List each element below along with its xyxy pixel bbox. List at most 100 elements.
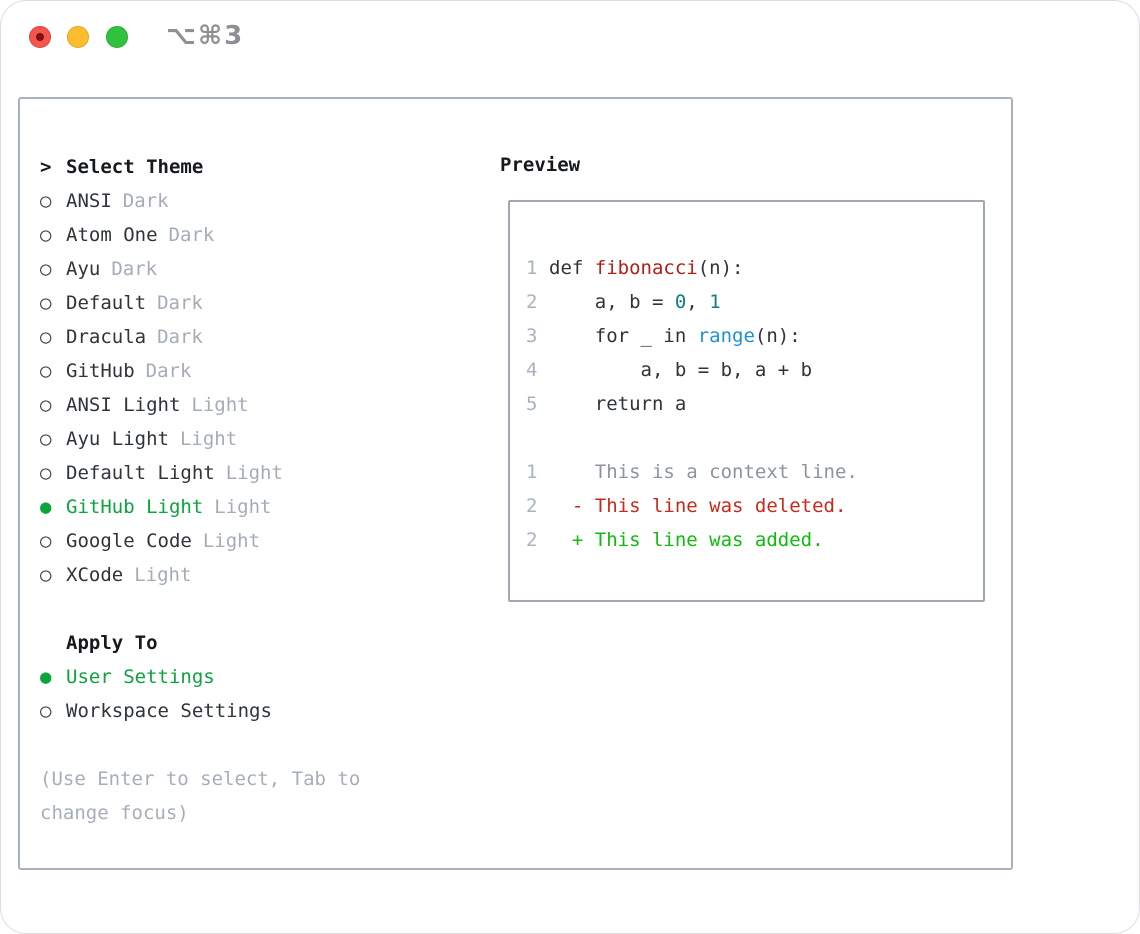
radio-icon: ○: [40, 360, 52, 382]
theme-option-ansi-light[interactable]: ○ ANSI Light Light: [40, 388, 360, 422]
code-line: 2 - This line was deleted.: [526, 489, 858, 523]
apply-option-workspace-settings[interactable]: ○ Workspace Settings: [40, 694, 360, 728]
code-line: 2 + This line was added.: [526, 523, 858, 557]
line-number: 4: [526, 359, 538, 381]
radio-icon: ○: [40, 292, 52, 314]
help-line-1: (Use Enter to select, Tab to: [40, 768, 361, 790]
line-number: 3: [526, 325, 538, 347]
theme-name: XCode: [66, 564, 124, 586]
preview-header: Preview: [500, 154, 581, 176]
code-token: (n):: [697, 257, 744, 279]
theme-name: Dracula: [66, 326, 147, 348]
theme-variant-badge: Dark: [145, 360, 192, 382]
radio-icon: ○: [40, 462, 52, 484]
apply-to-title: Apply To: [66, 632, 158, 654]
apply-option-label: Workspace Settings: [66, 700, 272, 722]
code-token: This is a context line.: [549, 461, 858, 483]
line-number: 2: [526, 291, 538, 313]
radio-icon: ○: [40, 394, 52, 416]
code-token: for _ in: [549, 325, 698, 347]
theme-variant-badge: Light: [225, 462, 283, 484]
help-line-2: change focus): [40, 802, 189, 824]
code-token: ,: [686, 291, 710, 313]
apply-to-header: Apply To: [40, 626, 360, 660]
line-number: 2: [526, 495, 538, 517]
theme-name: Google Code: [66, 530, 192, 552]
code-line: 4 a, b = b, a + b: [526, 353, 858, 387]
apply-to-list: ● User Settings ○ Workspace Settings: [40, 660, 360, 728]
line-number: 1: [526, 461, 538, 483]
theme-option-ansi[interactable]: ○ ANSI Dark: [40, 184, 360, 218]
theme-name: ANSI: [66, 190, 112, 212]
theme-name: Atom One: [66, 224, 158, 246]
code-token: range: [697, 325, 755, 347]
theme-variant-badge: Light: [134, 564, 192, 586]
code-token: return a: [549, 393, 687, 415]
code-line: 3 for _ in range(n):: [526, 319, 858, 353]
theme-option-atom-one[interactable]: ○ Atom One Dark: [40, 218, 360, 252]
radio-icon: ○: [40, 700, 52, 722]
code-token: a, b =: [549, 291, 675, 313]
theme-variant-badge: Dark: [157, 292, 203, 314]
code-token: fibonacci: [594, 257, 698, 279]
line-number: 5: [526, 393, 538, 415]
maximize-button[interactable]: [106, 26, 128, 48]
theme-variant-badge: Light: [202, 530, 261, 552]
theme-name: Ayu Light: [66, 428, 169, 450]
theme-name: ANSI Light: [66, 394, 181, 416]
code-line: 5 return a: [526, 387, 858, 421]
theme-option-default[interactable]: ○ Default Dark: [40, 286, 360, 320]
code-line: 1 def fibonacci(n):: [526, 251, 858, 285]
theme-option-github[interactable]: ○ GitHub Dark: [40, 354, 360, 388]
code-line-blank: [526, 421, 858, 455]
code-token: - This line was deleted.: [549, 495, 847, 517]
help-text: (Use Enter to select, Tab to change focu…: [40, 762, 360, 830]
theme-variant-badge: Dark: [111, 258, 158, 280]
theme-variant-badge: Dark: [157, 326, 203, 348]
select-theme-header: > Select Theme: [40, 150, 360, 184]
apply-option-label: User Settings: [66, 666, 215, 688]
apply-option-user-settings[interactable]: ● User Settings: [40, 660, 360, 694]
radio-icon: ○: [40, 428, 52, 450]
line-number: 1: [526, 257, 538, 279]
code-token: (n):: [754, 325, 801, 347]
theme-variant-badge: Light: [191, 394, 249, 416]
theme-variant-badge: Dark: [168, 224, 215, 246]
close-button[interactable]: [29, 26, 51, 48]
spacer: [40, 728, 360, 762]
theme-option-google-code[interactable]: ○ Google Code Light: [40, 524, 360, 558]
window-title: ⌥⌘3: [166, 21, 245, 51]
theme-variant-badge: Light: [214, 496, 272, 518]
selected-radio-icon: ●: [40, 666, 52, 688]
select-theme-title: Select Theme: [66, 156, 204, 178]
theme-variant-badge: Dark: [122, 190, 169, 212]
cursor-icon: >: [40, 156, 52, 178]
theme-option-ayu-light[interactable]: ○ Ayu Light Light: [40, 422, 360, 456]
code-token: + This line was added.: [549, 529, 824, 551]
radio-icon: ○: [40, 190, 52, 212]
theme-option-default-light[interactable]: ○ Default Light Light: [40, 456, 360, 490]
code-token: def: [549, 257, 595, 279]
theme-option-dracula[interactable]: ○ Dracula Dark: [40, 320, 360, 354]
theme-name: Default Light: [66, 462, 215, 484]
code-line: 1 This is a context line.: [526, 455, 858, 489]
minimize-button[interactable]: [67, 26, 89, 48]
radio-icon: ○: [40, 530, 52, 552]
theme-name: Ayu: [66, 258, 101, 280]
theme-variant-badge: Light: [179, 428, 238, 450]
radio-icon: ○: [40, 326, 52, 348]
code-token: a, b = b, a + b: [549, 359, 813, 381]
radio-icon: ○: [40, 224, 52, 246]
theme-name: GitHub: [66, 360, 135, 382]
spacer: [40, 592, 360, 626]
code-token: 0: [674, 291, 687, 313]
selected-radio-icon: ●: [40, 496, 52, 518]
theme-name: Default: [66, 292, 147, 314]
